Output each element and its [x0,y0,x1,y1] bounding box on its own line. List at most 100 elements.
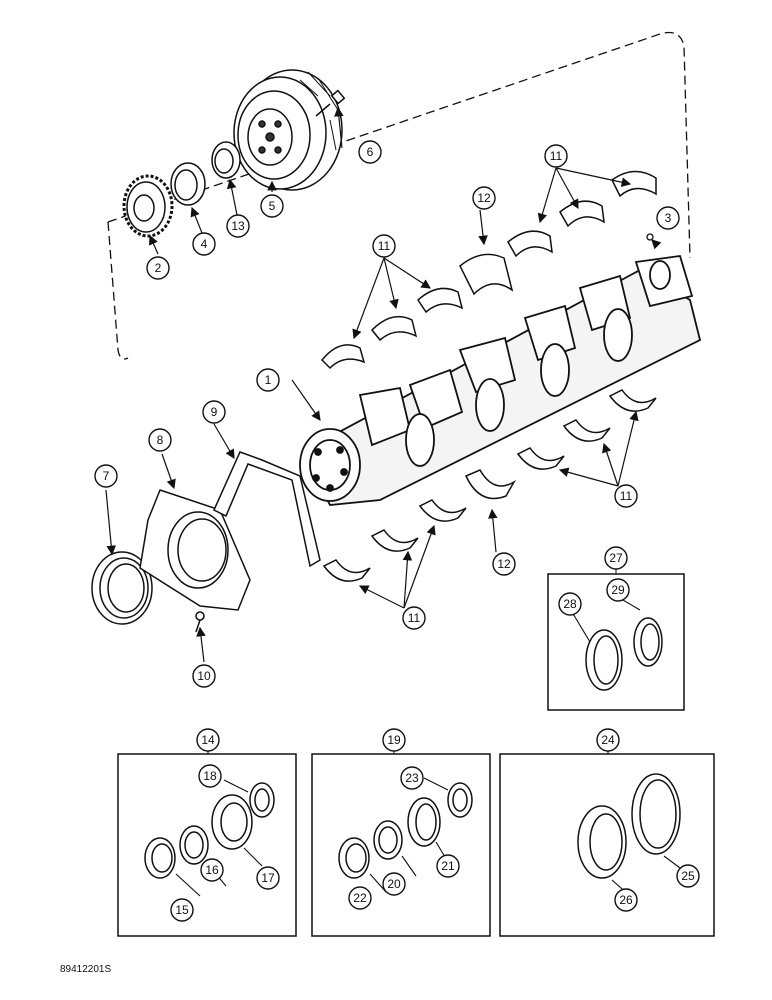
callout-circle [604,546,628,570]
callout-label: 17 [261,871,275,885]
callout-24: 24 [596,728,620,752]
rear-oil-seal [91,551,153,625]
callout-label: 11 [408,611,421,625]
callout-11: 11 [372,234,396,258]
callout-circle [202,400,226,424]
thrust-bearing-shell [464,469,517,500]
callout-label: 18 [203,769,217,783]
thrust-bearing-shell [459,253,514,296]
callout-circle [558,592,582,616]
callout-8: 8 [148,428,172,452]
callout-circle [200,858,224,882]
callout-circle [614,888,638,912]
callout-label: 23 [405,771,419,785]
callout-circle [436,854,460,878]
callout-label: 11 [378,239,391,253]
seal-housing [139,489,251,611]
callout-circle [596,728,620,752]
callout-circle [400,766,424,790]
callout-circle [94,464,118,488]
upper-bearing-shells [320,170,657,370]
callout-circle [170,898,194,922]
callout-25: 25 [676,864,700,888]
callout-10: 10 [192,664,216,688]
callout-circle [358,140,382,164]
callout-circle [348,886,372,910]
callout-15: 15 [170,898,194,922]
callout-12: 12 [492,552,516,576]
callout-2: 2 [146,256,170,280]
callout-label: 3 [665,211,672,225]
callout-label: 13 [231,219,245,233]
callout-circle [492,552,516,576]
callout-22: 22 [348,886,372,910]
callout-circle [382,872,406,896]
callout-27: 27 [604,546,628,570]
callout-label: 5 [269,199,276,213]
kit-box-24 [499,748,715,937]
crankshaft-gear [122,174,174,238]
callout-circle [402,606,426,630]
callout-circle [256,368,280,392]
callout-label: 16 [205,863,219,877]
crankshaft [299,255,702,506]
callout-label: 19 [387,733,401,747]
callout-label: 21 [441,859,455,873]
lower-bearing-shells [322,389,657,582]
callout-label: 6 [367,145,374,159]
callout-label: 12 [477,191,491,205]
dashed-group-outline [107,31,691,360]
bolt [315,89,346,117]
callout-label: 9 [211,405,218,419]
callout-label: 8 [157,433,164,447]
callout-29: 29 [606,578,630,602]
bearing-shell [559,200,605,228]
dowel-pin [646,233,654,241]
callout-19: 19 [382,728,406,752]
callout-11: 11 [544,144,568,168]
callout-1: 1 [256,368,280,392]
bearing-shell [516,447,565,470]
callout-6: 6 [358,140,382,164]
bearing-shell [320,344,366,370]
bearing-shell [322,559,371,582]
callout-circle [256,866,280,890]
callout-circle [382,728,406,752]
bearing-shell [611,170,657,198]
callout-4: 4 [192,232,216,256]
housing-gasket [213,451,321,568]
bearing-shell [370,315,418,342]
callout-label: 12 [497,557,511,571]
callout-label: 28 [563,597,577,611]
callout-21: 21 [436,854,460,878]
callout-label: 26 [619,893,633,907]
kit-box-19 [311,748,491,937]
callout-circle [614,484,638,508]
callout-20: 20 [382,872,406,896]
callout-circle [544,144,568,168]
callout-28: 28 [558,592,582,616]
callout-circle [192,664,216,688]
reference-code: 89412201S [60,964,111,975]
bearing-shell [418,499,467,522]
callout-label: 27 [609,551,623,565]
seal-ring [170,162,206,206]
callout-circle [260,194,284,218]
callout-label: 29 [611,583,625,597]
callout-circle [226,214,250,238]
callout-9: 9 [202,400,226,424]
callout-5: 5 [260,194,284,218]
callout-label: 24 [601,733,615,747]
damper-pulley [233,69,343,191]
callout-13: 13 [226,214,250,238]
callout-label: 10 [197,669,211,683]
callout-circle [196,728,220,752]
bearing-shell [608,389,657,412]
callout-16: 16 [200,858,224,882]
callout-circle [148,428,172,452]
callout-circle [472,186,496,210]
callout-11: 11 [402,606,426,630]
callout-circle [192,232,216,256]
